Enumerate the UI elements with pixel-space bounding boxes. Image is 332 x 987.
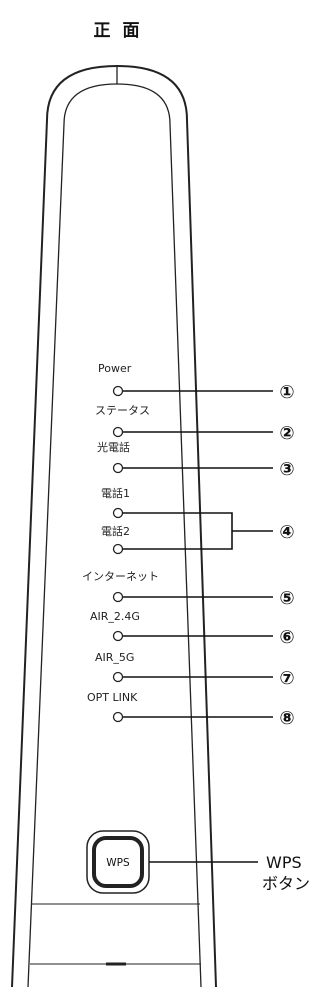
led-indicator [112,507,124,519]
led-number: ⑥ [279,627,294,648]
led-label: AIR_5G [95,651,134,664]
led-indicator [112,671,124,683]
wps-button-label: WPS [106,857,130,869]
led-indicator [112,426,124,438]
led-indicator [112,711,124,723]
led-label: 電話1 [101,486,130,500]
wps-button[interactable]: WPS [86,830,150,894]
led-number: ② [279,423,294,444]
phone-led-bracket [122,512,233,550]
led-label: 光電話 [97,440,130,454]
led-indicator [112,462,124,474]
led-number: ⑦ [279,668,294,689]
led-indicator [112,630,124,642]
led-group: Power ① ステータス ② 光電話 ③ 電話1 ④ 電話2 インターネット ⑤ AIR_2.4G ⑥… [82,362,295,729]
led-label: OPT LINK [87,691,138,704]
led-label: Power [98,362,132,375]
led-number: ⑧ [279,708,294,729]
led-number: ⑤ [279,588,294,609]
wps-callout-line1: WPS [266,853,302,872]
led-label: インターネット [82,570,159,583]
led-number: ④ [279,522,294,543]
led-label: AIR_2.4G [90,610,140,623]
led-number: ③ [279,459,294,480]
led-indicator [112,591,124,603]
led-number: ① [279,382,294,403]
led-indicator [112,385,124,397]
led-indicator [112,543,124,555]
led-label: ステータス [95,404,150,417]
page-title: 正 面 [93,21,143,41]
led-label: 電話2 [101,524,130,538]
wps-callout-line2: ボタン [262,874,310,893]
